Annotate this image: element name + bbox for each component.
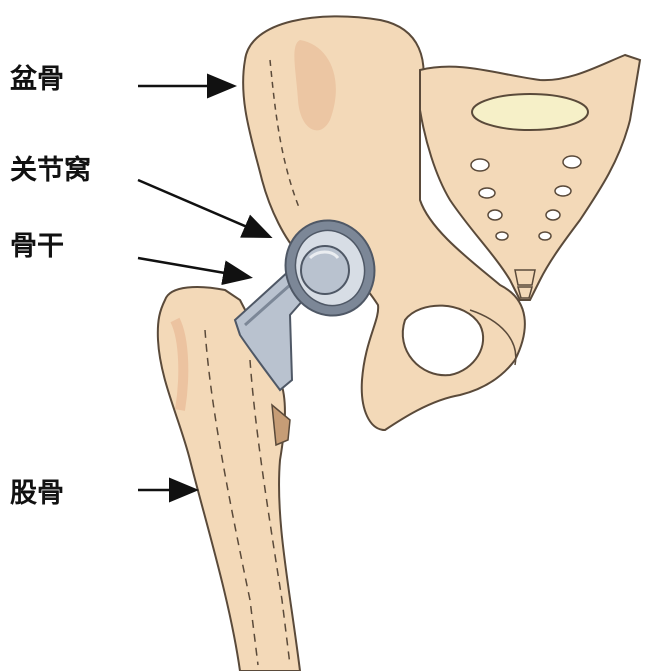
arrow-stem [138, 258, 248, 277]
label-femoral-stem: 骨干 [10, 233, 64, 260]
arrow-socket [138, 180, 268, 236]
label-acetabular-cup: 关节窝 [10, 157, 91, 184]
label-femur: 股骨 [10, 480, 64, 507]
label-pelvis: 盆骨 [10, 66, 64, 93]
